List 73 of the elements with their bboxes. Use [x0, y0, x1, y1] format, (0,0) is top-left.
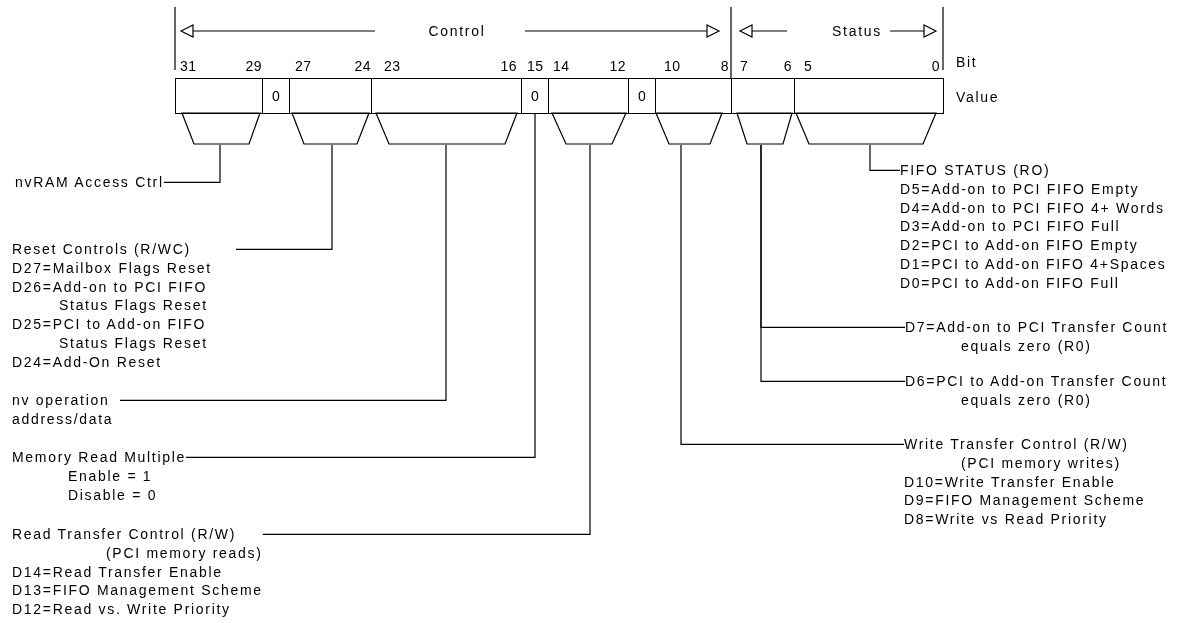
row-label: Bit [956, 54, 978, 70]
funnel-shape [796, 113, 936, 145]
bit-description: D2=PCI to Add-on FIFO Empty [900, 236, 1140, 255]
bit-number: 6 [783, 58, 792, 74]
bit-description: (PCI memory writes) [960, 453, 1122, 473]
register-field [175, 78, 263, 114]
bit-description: D26=Add-on to PCI FIFO Status Flags Reset [12, 277, 209, 316]
bit-number: 31 [180, 58, 197, 74]
field-description: nvRAM Access Ctrl [15, 173, 164, 192]
bit-description: Disable = 0 [67, 485, 159, 505]
register-field [794, 78, 944, 114]
field-title: Reset Controls (R/WC) [12, 240, 192, 259]
bit-cell: 0 [521, 78, 549, 114]
bit-description: Enable = 1 [67, 466, 154, 486]
register-field [731, 78, 795, 114]
leader-line [262, 144, 591, 535]
bit-number: 24 [354, 58, 371, 74]
section-label: Control [428, 23, 486, 39]
bit-number: 15 [527, 58, 544, 74]
leader-line [119, 144, 447, 401]
bit-description: D24=Add-On Reset [12, 352, 163, 372]
bit-description: D1=PCI to Add-on FIFO 4+Spaces [900, 255, 1167, 274]
funnel-shape [737, 113, 792, 145]
bit-description: D12=Read vs. Write Priority [12, 600, 232, 619]
register-field [548, 78, 629, 114]
field-title: Read Transfer Control (R/W) [12, 525, 238, 544]
leader-line [235, 144, 333, 250]
row-label: Value [956, 89, 1000, 105]
bit-description: (PCI memory reads) [105, 543, 263, 563]
bit-number: 27 [295, 58, 312, 74]
funnel-shape [552, 113, 626, 145]
funnel-shape [292, 113, 369, 145]
bit-description: D8=Write vs Read Priority [904, 510, 1109, 529]
bit-description: D3=Add-on to PCI FIFO Full [900, 217, 1122, 237]
bit-number: 10 [664, 58, 681, 74]
bit-description: D0=PCI to Add-on FIFO Full [900, 273, 1121, 293]
bit-number: 23 [384, 58, 401, 74]
bit-number: 8 [720, 58, 729, 74]
leader-line [760, 144, 906, 382]
section-label: Status [832, 23, 882, 39]
bit-description: D14=Read Transfer Enable [12, 562, 224, 582]
bit-number: 12 [609, 58, 626, 74]
funnel-shape [656, 113, 722, 145]
bit-description: D13=FIFO Management Scheme [12, 581, 263, 601]
leader-line [869, 144, 901, 171]
register-field [289, 78, 372, 114]
bit-number: 7 [740, 58, 749, 74]
bit-description: D10=Write Transfer Enable [904, 472, 1117, 492]
bit-number: 16 [500, 58, 517, 74]
field-title: FIFO STATUS (RO) [900, 161, 1052, 180]
funnel-shape [182, 113, 260, 145]
field-description: D6=PCI to Add-on Transfer Count equals zero (R0) [905, 372, 1177, 410]
field-description: nv operation address/data [12, 391, 120, 429]
bit-description: D27=Mailbox Flags Reset [12, 258, 213, 278]
field-title: Memory Read Multiple [12, 448, 187, 467]
bit-cell: 0 [262, 78, 290, 114]
bit-cell: 0 [628, 78, 656, 114]
field-description: D7=Add-on to PCI Transfer Count equals zero (R0) [905, 318, 1177, 356]
leader-line [163, 144, 221, 183]
bit-description: D4=Add-on to PCI FIFO 4+ Words [900, 198, 1166, 218]
funnel-shape [376, 113, 517, 145]
bit-number: 29 [245, 58, 262, 74]
bit-number: 14 [553, 58, 570, 74]
bit-number: 0 [931, 58, 940, 74]
register-field [655, 78, 732, 114]
bit-description: D5=Add-on to PCI FIFO Empty [900, 179, 1141, 199]
field-title: Write Transfer Control (R/W) [904, 435, 1130, 454]
bit-number: 5 [804, 58, 813, 74]
leader-line [680, 144, 905, 445]
bit-description: D25=PCI to Add-on FIFO Status Flags Reset [12, 315, 209, 353]
leader-line [185, 113, 536, 458]
bit-description: D9=FIFO Management Scheme [904, 491, 1146, 511]
register-field [371, 78, 522, 114]
